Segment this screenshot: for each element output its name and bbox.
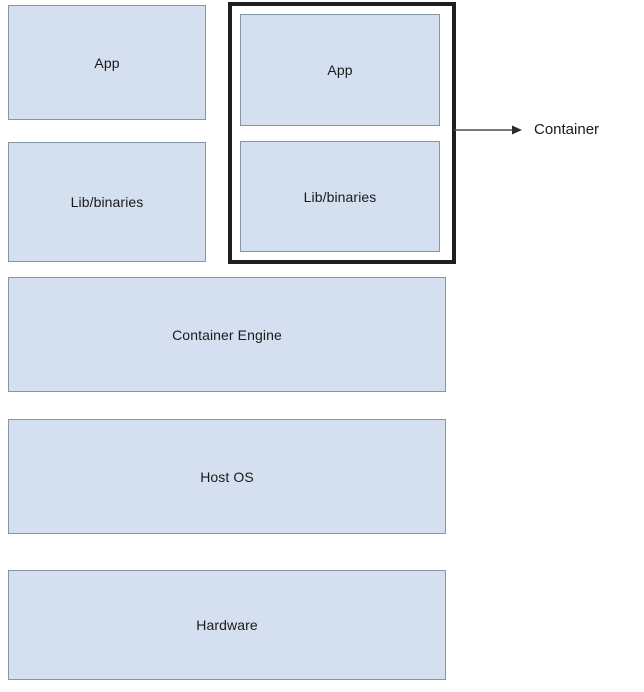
lib-binaries-box-container-label: Lib/binaries	[303, 188, 377, 205]
host-os-label: Host OS	[200, 468, 254, 485]
lib-binaries-box-left: Lib/binaries	[8, 142, 206, 262]
app-box-container: App	[240, 14, 440, 126]
arrow-right-icon	[454, 125, 522, 135]
container-engine-label: Container Engine	[172, 326, 282, 343]
lib-binaries-box-container: Lib/binaries	[240, 141, 440, 252]
hardware-box: Hardware	[8, 570, 446, 680]
app-box-left-label: App	[94, 54, 120, 71]
container-annotation-label: Container	[534, 121, 600, 138]
lib-binaries-box-left-label: Lib/binaries	[70, 194, 144, 210]
app-box-container-label: App	[327, 62, 353, 78]
container-engine-box: Container Engine	[8, 277, 446, 392]
hardware-label: Hardware	[196, 617, 258, 633]
app-box-left: App	[8, 5, 206, 120]
host-os-box: Host OS	[8, 419, 446, 534]
